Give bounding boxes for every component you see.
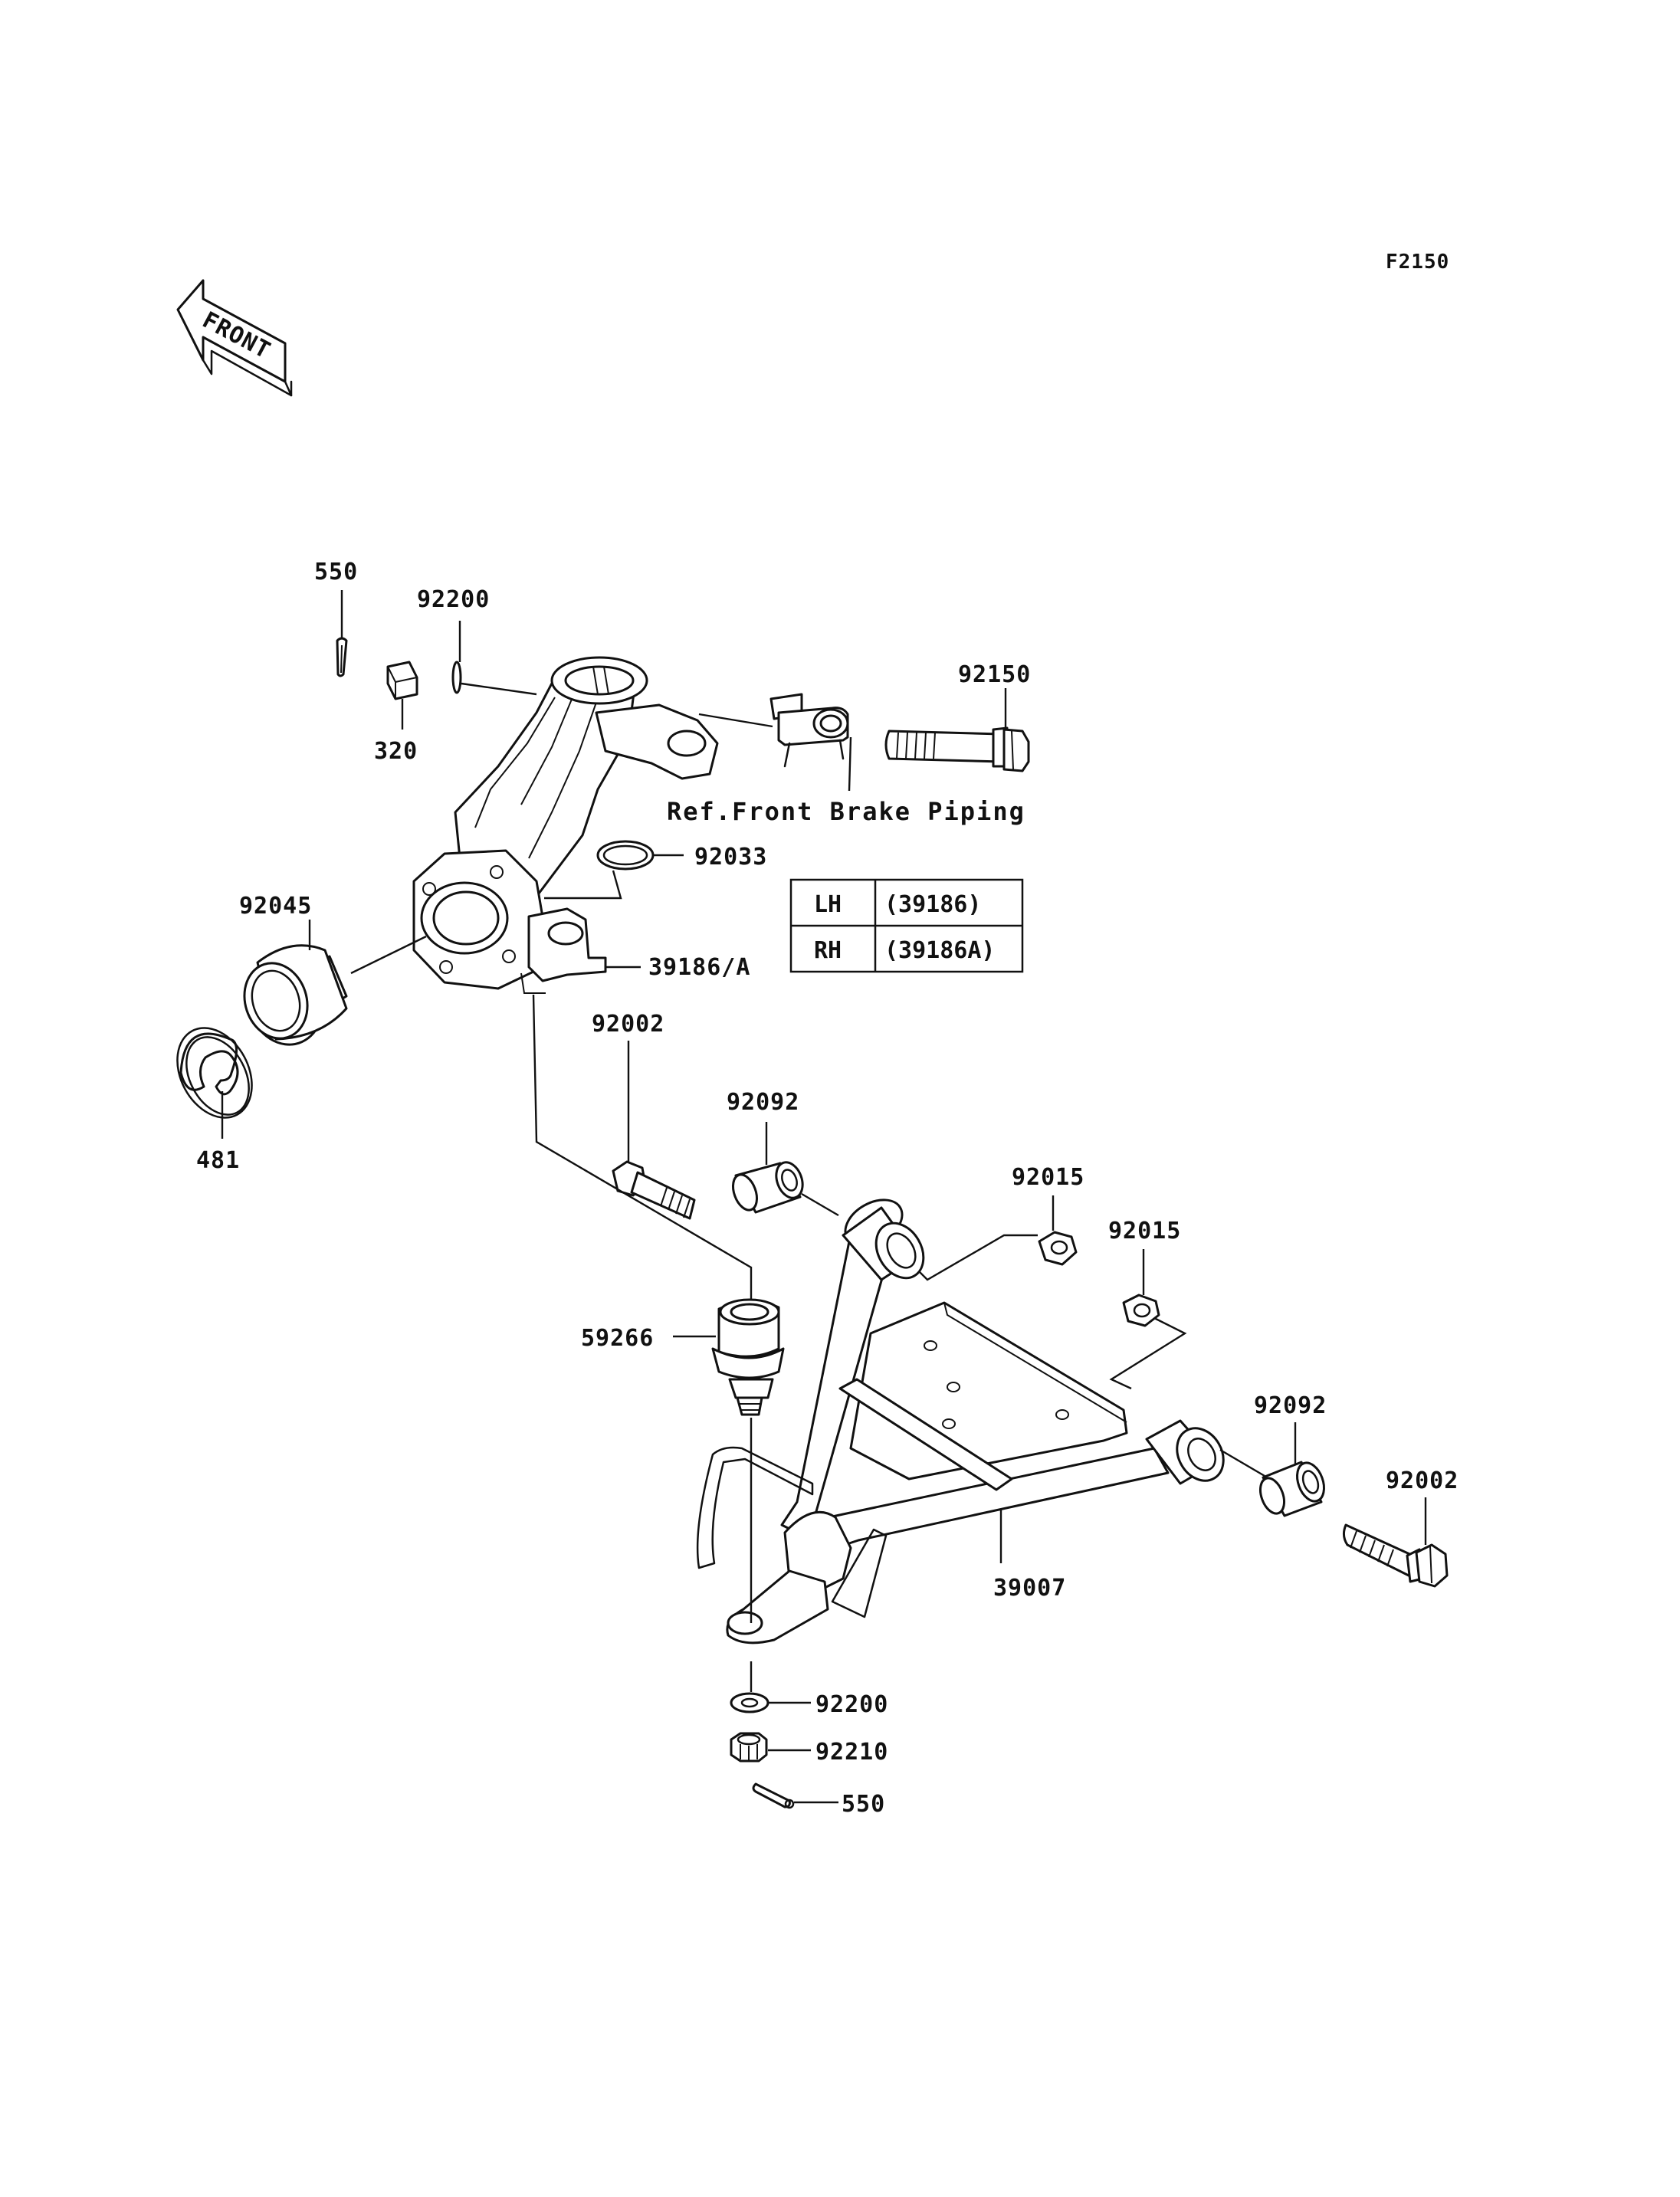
- table-row-lh-side: LH: [814, 891, 842, 918]
- cotter-pin-top: [336, 637, 348, 677]
- steering-knuckle: [412, 656, 719, 994]
- collar-92092-right: [1258, 1461, 1325, 1517]
- callout-550-bottom: 550: [842, 1791, 885, 1818]
- bolt-92002-left: [612, 1160, 696, 1220]
- nut-92015-b: [1122, 1294, 1160, 1327]
- circlip-481: [176, 1027, 253, 1119]
- callout-92200-bottom: 92200: [815, 1691, 888, 1718]
- callout-92200-top: 92200: [417, 586, 490, 613]
- callout-92002-left: 92002: [592, 1011, 664, 1038]
- callout-92210: 92210: [815, 1739, 888, 1766]
- ref-note: Ref.Front Brake Piping: [667, 797, 1025, 826]
- bearing-92045: [243, 944, 348, 1046]
- nut-92015-a: [1038, 1231, 1078, 1266]
- block-320: [386, 661, 418, 700]
- callout-550-top: 550: [314, 559, 358, 585]
- table-row-rh-side: RH: [814, 937, 842, 964]
- side-table: LH (39186) RH (39186A): [789, 878, 1024, 973]
- callout-92015-a: 92015: [1012, 1164, 1084, 1191]
- callout-320: 320: [374, 738, 418, 765]
- callout-92033: 92033: [694, 844, 767, 871]
- callout-39007: 39007: [993, 1575, 1066, 1602]
- callout-481: 481: [196, 1147, 240, 1174]
- ball-joint-59266: [711, 1298, 785, 1416]
- callout-92002-right: 92002: [1386, 1467, 1459, 1494]
- callout-92092-left: 92092: [727, 1089, 799, 1116]
- table-row-rh-part: (39186A): [884, 937, 996, 964]
- bolt-92150: [884, 726, 1030, 772]
- callout-92045: 92045: [239, 893, 312, 920]
- washer-92200-bottom: [730, 1692, 769, 1713]
- brake-hose-clamp: [769, 693, 849, 768]
- callout-39186: 39186/A: [648, 954, 750, 981]
- washer-92200-top: [451, 661, 462, 694]
- lower-a-arm: [696, 1199, 1225, 1644]
- callout-59266: 59266: [581, 1325, 654, 1352]
- front-arrow-icon: FRONT: [176, 279, 293, 397]
- bolt-92002-right: [1342, 1523, 1449, 1588]
- diagram-code: F2150: [1386, 251, 1449, 274]
- table-row-lh-part: (39186): [884, 891, 981, 918]
- callout-92150: 92150: [958, 661, 1031, 688]
- collar-92092-left: [731, 1161, 804, 1214]
- castle-nut-92210: [730, 1732, 768, 1763]
- snap-ring-92033: [596, 840, 655, 871]
- cotter-pin-bottom: [752, 1782, 795, 1809]
- callout-92015-b: 92015: [1108, 1218, 1181, 1244]
- callout-92092-right: 92092: [1254, 1392, 1327, 1419]
